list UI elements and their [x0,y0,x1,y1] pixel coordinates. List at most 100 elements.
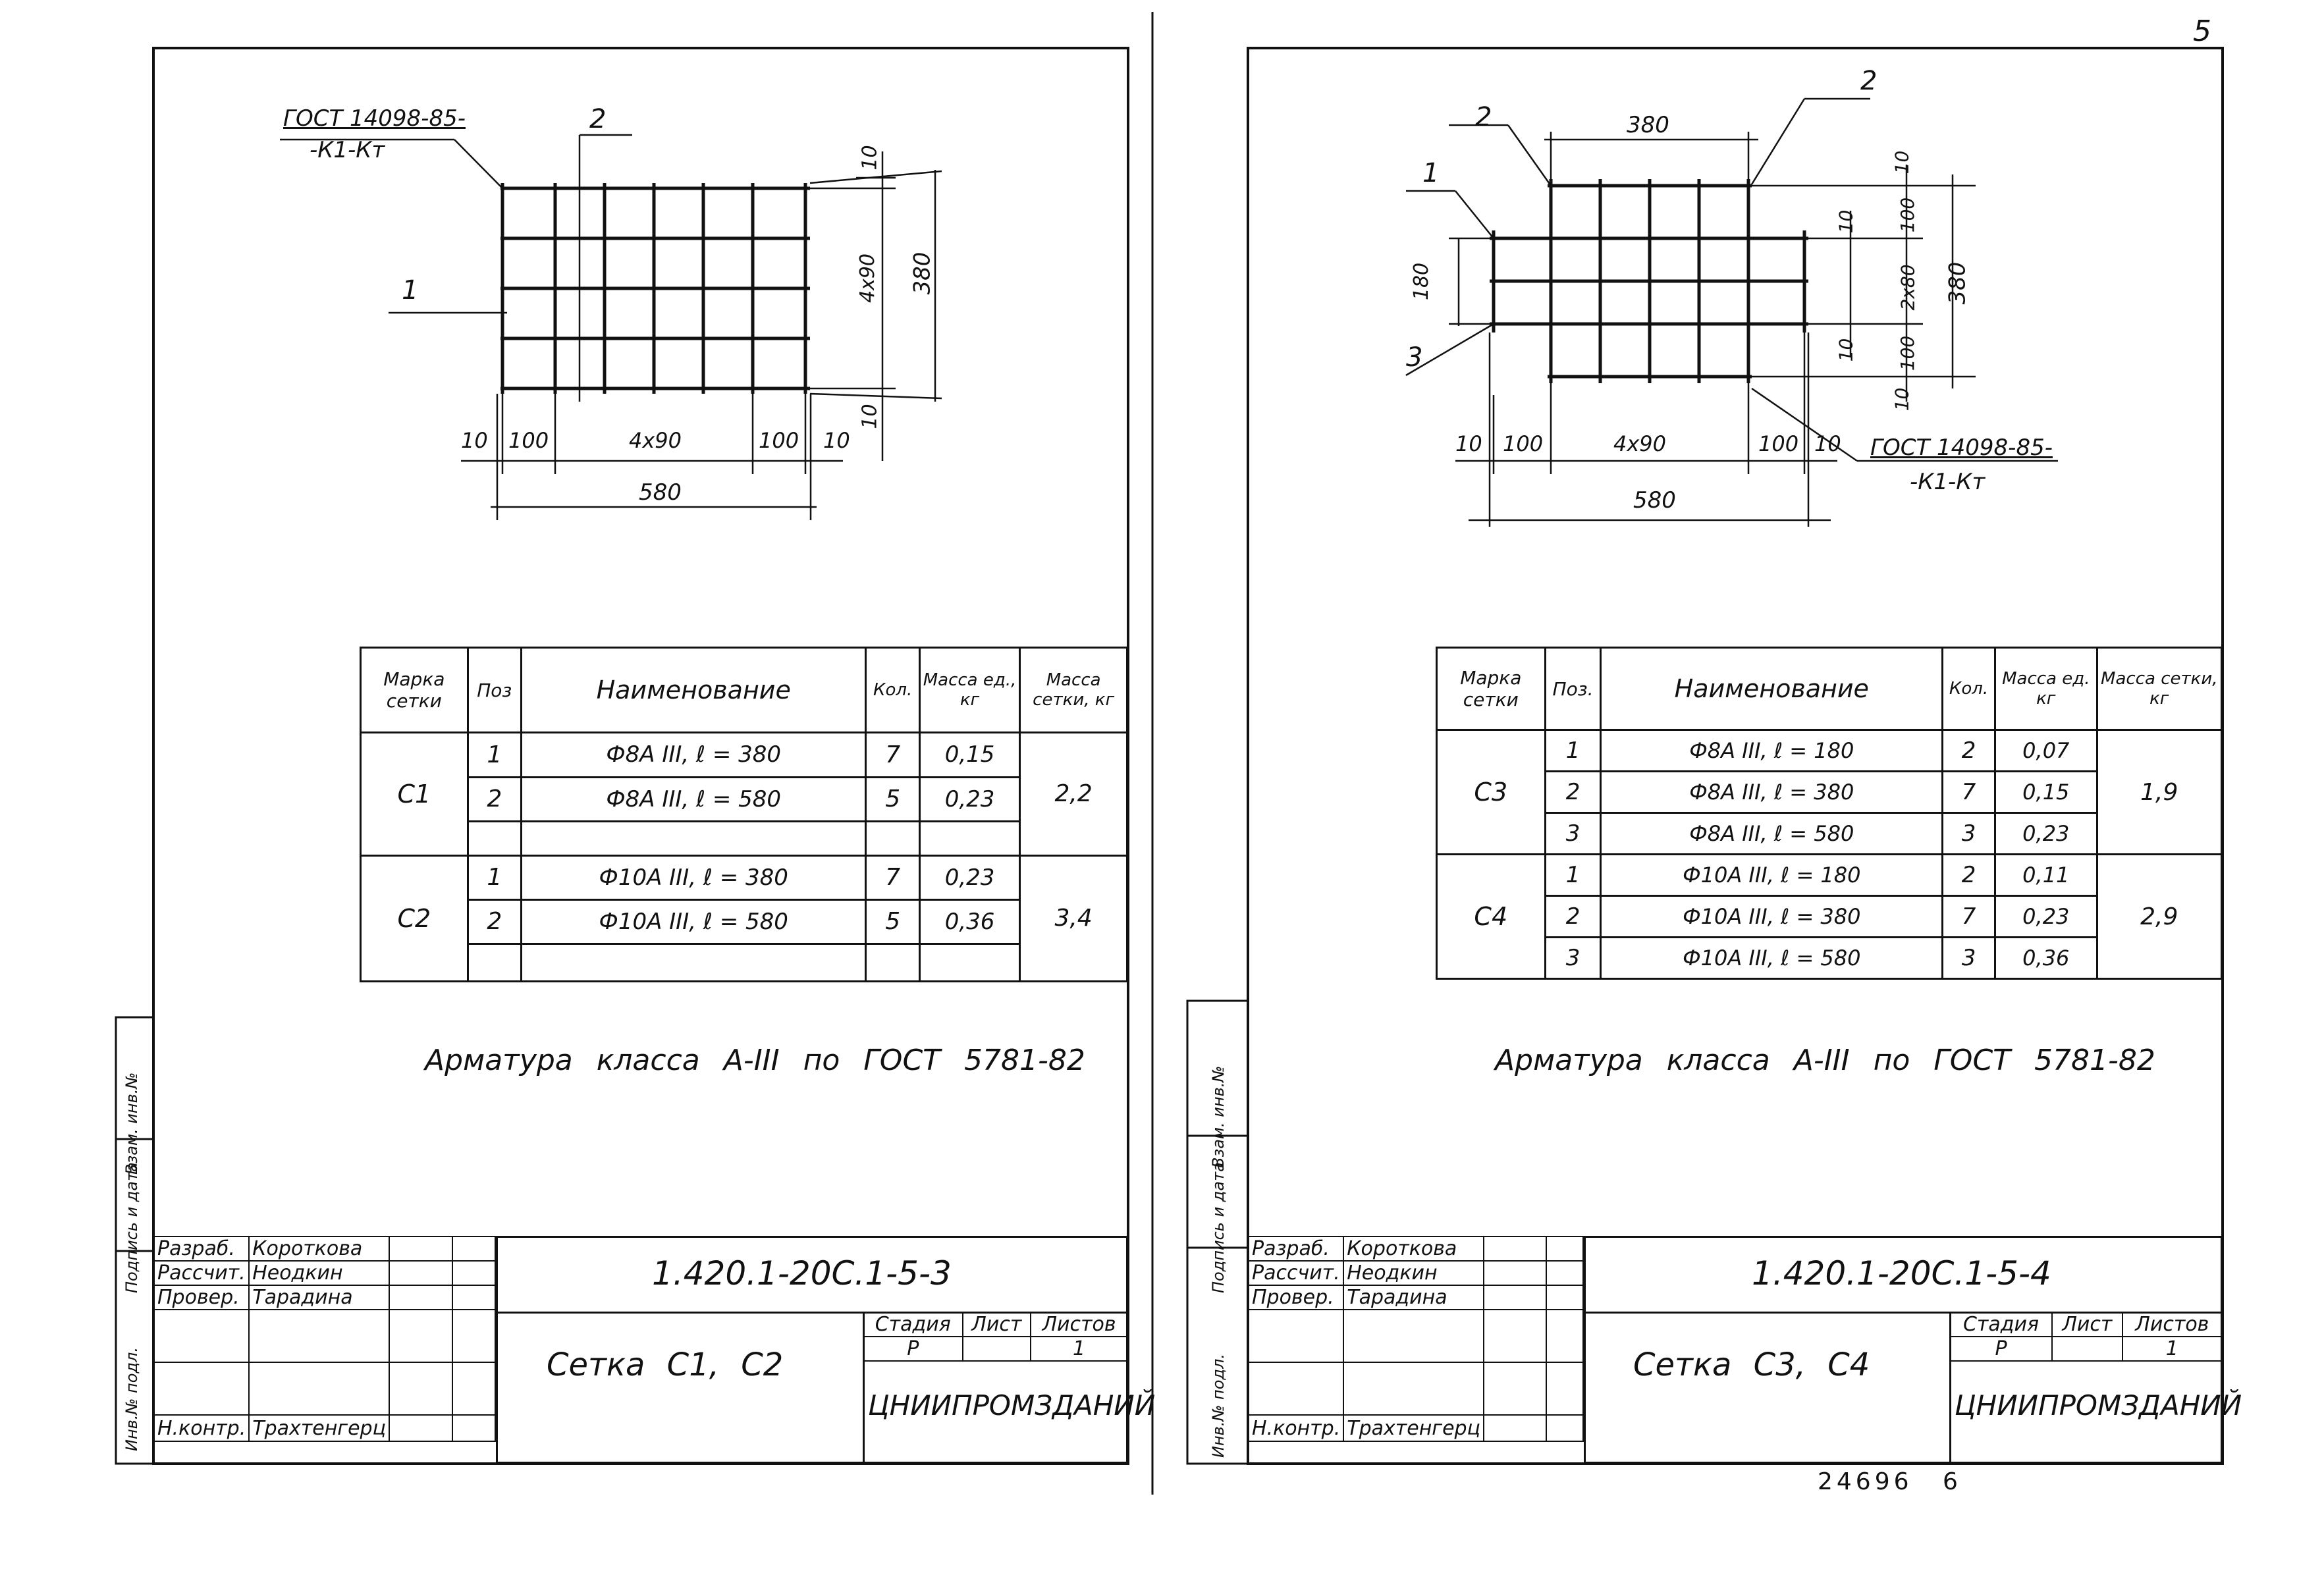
right-org-name: ЦНИИПРОМЗДАНИЙ [1955,1389,2242,1422]
right-col-qty: Кол. [1941,647,1996,731]
role-cell: Н.контр. [153,1414,250,1442]
stage-label: Стадия [1949,1312,2053,1337]
left-col-qty: Кол. [865,646,921,734]
left-col-total-mass: Масса сетки, кг [1019,646,1128,734]
left-dim-h-10b: 10 [823,428,850,453]
left-dim-h-100b: 100 [759,428,799,453]
empty-cell [466,943,522,982]
archive-sheet: 6 [1943,1468,1958,1495]
sheet-value [2051,1336,2123,1362]
row-qty: 3 [1941,812,1996,855]
right-drawing-title: Сетка С3, С4 [1633,1346,1870,1383]
left-dim-top-10: 10 [858,145,882,171]
stage-value: Р [1949,1336,2053,1362]
left-mark-c1: С1 [360,732,469,857]
right-mesh-dims [1405,97,2058,527]
right-note: Арматура класса А-III по ГОСТ 5781-82 [1495,1044,2155,1077]
row-mass: 0,15 [1994,770,2098,814]
stage-label: Стадия [863,1312,963,1337]
name-cell: Короткова [1343,1236,1484,1262]
table-row: С4 1 Ф10А III, ℓ = 180 2 0,11 2,9 [1436,853,2223,980]
date-cell [452,1260,496,1286]
right-total-c3: 1,9 [2095,729,2223,855]
signature-cell [1482,1362,1547,1416]
name-cell: Тарадина [248,1285,390,1310]
table-row: С2 1 Ф10А III, ℓ = 380 7 0,23 3,4 [360,854,1128,983]
right-mark-c3: С3 [1436,729,1546,855]
name-cell: Трахтенгерц [1343,1414,1484,1442]
row-pos: 1 [1544,729,1602,772]
right-dim-10a: 10 [1891,150,1913,174]
signature-cell [1482,1285,1547,1310]
right-dim-h-10a: 10 [1455,431,1482,456]
date-cell [452,1285,496,1310]
name-cell: Тарадина [1343,1285,1484,1310]
name-cell [248,1309,390,1363]
left-mesh-dims [280,134,942,520]
row-qty: 3 [1941,936,1996,980]
row-pos: 1 [466,732,522,778]
row-name: Ф10А III, ℓ = 580 [520,898,867,945]
row-mass: 0,07 [1994,729,2098,772]
right-table-header-row: Марка сетки Поз. Наименование Кол. Масса… [1436,647,2223,731]
signature-cell [388,1285,454,1310]
right-dim-100b: 100 [1897,335,1919,371]
name-cell [1343,1362,1484,1416]
right-spec-table: Марка сетки Поз. Наименование Кол. Масса… [1436,647,2223,980]
left-dim-bottom-10: 10 [858,404,882,429]
empty-cell [918,820,1021,857]
row-pos: 1 [1544,853,1602,897]
sheets-value: 1 [2121,1336,2223,1362]
right-sheet-frame [1247,47,2224,1465]
right-dim-100a: 100 [1897,197,1919,233]
signature-cell [1482,1309,1547,1363]
left-note: Арматура класса А-III по ГОСТ 5781-82 [425,1044,1085,1077]
role-cell: Разраб. [1247,1236,1345,1262]
date-cell [1545,1285,1584,1310]
right-signatures-table: Разраб.Короткова Рассчит.Неодкин Провер.… [1247,1236,1584,1442]
date-cell [1545,1260,1584,1286]
left-pos2-label: 2 [589,104,607,134]
page-number: 5 [2193,14,2211,48]
left-stamp-replace: Взам. инв.№ [122,1072,141,1175]
role-cell: Н.контр. [1247,1414,1345,1442]
empty-cell [520,820,867,857]
left-drawing-code: 1.420.1-20С.1-5-3 [652,1254,952,1292]
row-mass: 0,23 [1994,812,2098,855]
row-mass: 0,36 [1994,936,2098,980]
row-mass: 0,15 [918,732,1021,778]
date-cell [1545,1309,1584,1363]
right-col-mark: Марка сетки [1436,647,1546,731]
row-name: Ф8А III, ℓ = 180 [1600,729,1944,772]
row-pos: 3 [1544,812,1602,855]
signature-cell [388,1260,454,1286]
right-stamp-replace: Взам. инв.№ [1209,1065,1228,1168]
row-qty: 7 [865,732,921,778]
left-mark-c2: С2 [360,854,469,983]
right-title-divider [1584,1312,2223,1314]
right-drawing-code: 1.420.1-20С.1-5-4 [1752,1254,2051,1292]
left-table-header-row: Марка сетки Поз Наименование Кол. Масса … [360,646,1128,734]
left-col-unit-mass: Масса ед., кг [918,646,1021,734]
left-col-mark: Марка сетки [360,646,469,734]
name-cell: Короткова [248,1236,390,1262]
name-cell [248,1362,390,1416]
right-pos3-label: 3 [1406,342,1423,373]
name-cell [1343,1309,1484,1363]
role-cell [153,1309,250,1363]
row-pos: 3 [1544,936,1602,980]
row-pos: 1 [466,854,522,901]
right-gost-line1: ГОСТ 14098-85- [1870,435,2053,461]
row-name: Ф8А III, ℓ = 380 [1600,770,1944,814]
row-mass: 0,36 [918,898,1021,945]
right-mesh [1490,179,1808,383]
date-cell [452,1362,496,1416]
left-drawing-title: Сетка С1, С2 [547,1346,784,1383]
signature-cell [388,1236,454,1262]
left-col-pos: Поз [466,646,522,734]
table-row: С1 1 Ф8А III, ℓ = 380 7 0,15 2,2 [360,732,1128,857]
sheet-label: Лист [961,1312,1032,1337]
signature-cell [1482,1414,1547,1442]
right-col-name: Наименование [1600,647,1944,731]
signature-cell [388,1309,454,1363]
